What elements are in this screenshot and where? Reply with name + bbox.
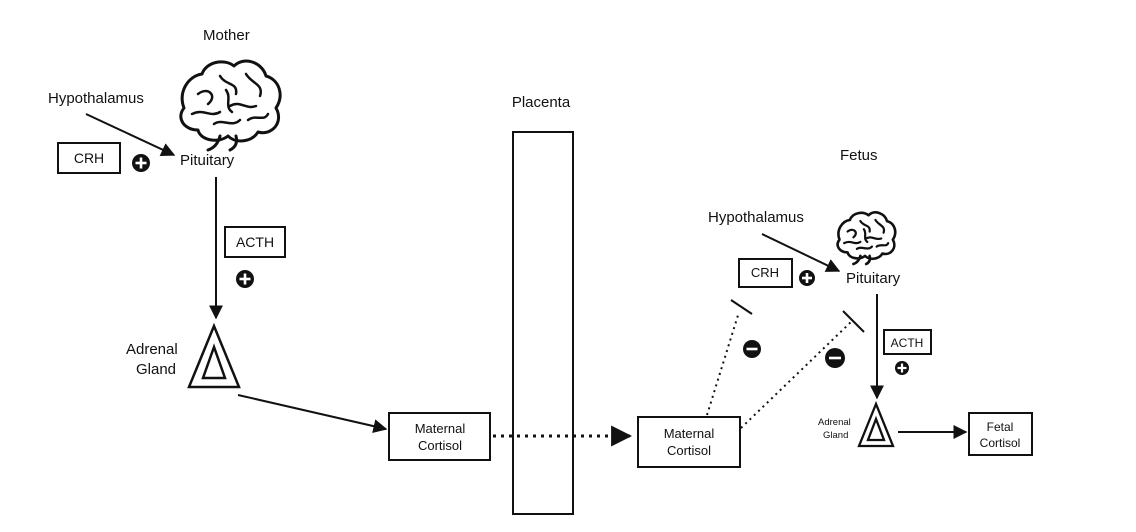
feedback-to-pituitary-line: [740, 320, 853, 429]
fetus-maternal-cortisol-line2: Cortisol: [667, 443, 711, 458]
mother-hypothalamus-label: Hypothalamus: [48, 90, 144, 107]
plus-circle-icon: [132, 154, 150, 172]
minus-circle-icon: [825, 348, 845, 368]
fetus-hypothalamus-label: Hypothalamus: [708, 209, 804, 226]
mother-acth-label: ACTH: [236, 234, 274, 250]
mother-maternal-cortisol-line2: Cortisol: [418, 438, 462, 453]
mother-adrenal-label-line2: Gland: [136, 361, 176, 378]
placenta-bar: [512, 131, 574, 515]
plus-circle-icon: [236, 270, 254, 288]
feedback-to-hypothalamus-bar: [730, 299, 753, 315]
feedback-to-hypothalamus-line: [706, 311, 740, 416]
fetus-crh-box: [738, 258, 793, 288]
fetus-adrenal-label-line1: Adrenal: [818, 417, 851, 428]
mother-adrenal-to-cortisol-arrow: [237, 394, 388, 434]
fetus-hypothalamus-to-pituitary-arrow: [761, 233, 841, 272]
fetal-cortisol-line1: Fetal: [987, 420, 1014, 434]
feedback-to-pituitary-bar: [842, 310, 865, 333]
fetus-maternal-cortisol-line1: Maternal: [664, 426, 715, 441]
fetal-cortisol-box: [968, 412, 1033, 456]
mother-adrenal-triangle-icon: [187, 322, 241, 389]
mother-acth-box: [224, 226, 286, 258]
fetus-crh-label: CRH: [751, 265, 779, 280]
mother-hypothalamus-to-pituitary-arrow: [85, 113, 176, 157]
mother-maternal-cortisol-line1: Maternal: [415, 421, 466, 436]
mother-pituitary-label: Pituitary: [180, 152, 235, 169]
fetus-acth-label: ACTH: [891, 336, 924, 350]
fetus-adrenal-label-line2: Gland: [823, 430, 848, 441]
placenta-label: Placenta: [512, 94, 571, 111]
plus-circle-icon: [799, 270, 815, 286]
mother-title: Mother: [203, 27, 250, 44]
fetus-brain-icon: [836, 211, 897, 266]
fetus-adrenal-triangle-icon: [857, 400, 895, 448]
plus-circle-icon: [895, 361, 909, 375]
mother-crh-box: [57, 142, 121, 174]
fetus-pituitary-label: Pituitary: [846, 270, 901, 287]
mother-maternal-cortisol-box: [388, 412, 491, 461]
fetus-maternal-cortisol-box: [637, 416, 741, 468]
mother-crh-label: CRH: [74, 150, 104, 166]
mother-brain-icon: [179, 59, 282, 152]
fetus-title: Fetus: [840, 147, 878, 164]
mother-adrenal-label-line1: Adrenal: [126, 341, 178, 358]
minus-circle-icon: [743, 340, 761, 358]
fetal-cortisol-line2: Cortisol: [980, 436, 1021, 450]
fetus-acth-box: [883, 329, 932, 355]
